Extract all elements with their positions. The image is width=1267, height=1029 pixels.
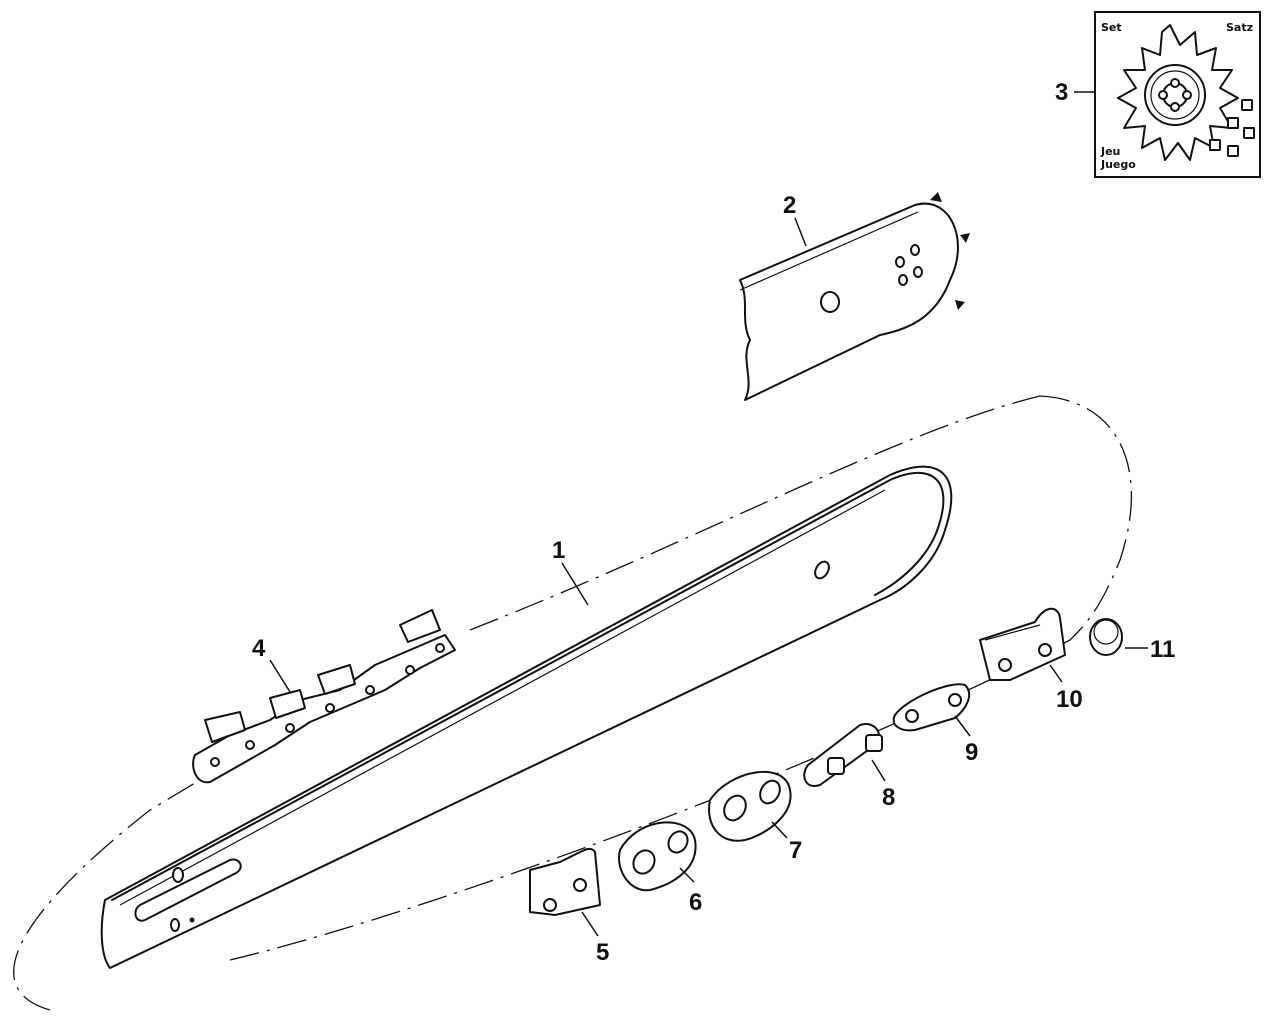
- leader-4: [269, 659, 291, 693]
- bar-nose-detail: [739, 192, 970, 401]
- box-label-set: Set: [1101, 21, 1122, 34]
- assembly-outline: [13, 395, 1133, 1011]
- box-label-jeu: Jeu: [1100, 145, 1120, 158]
- leader-9: [954, 715, 971, 737]
- saw-chain-segment: [192, 609, 456, 784]
- callout-2: 2: [783, 192, 796, 219]
- drive-link-strap: [892, 683, 971, 732]
- callout-3: 3: [1055, 79, 1068, 106]
- callout-8: 8: [882, 784, 895, 811]
- callout-4: 4: [252, 635, 266, 662]
- box-label-satz: Satz: [1226, 21, 1253, 34]
- leader-8: [871, 759, 886, 782]
- callout-1: 1: [552, 537, 565, 564]
- leader-1: [561, 562, 589, 606]
- cutter-link-right: [979, 607, 1066, 681]
- callout-11: 11: [1150, 636, 1175, 663]
- leader-2: [794, 217, 807, 247]
- rivet-icons: [1209, 99, 1255, 157]
- callout-10: 10: [1056, 686, 1083, 713]
- leader-10: [1049, 664, 1063, 683]
- leader-7: [771, 821, 788, 839]
- guide-bar: [100, 465, 953, 969]
- preset-tie-strap: [803, 723, 883, 787]
- box-label-juego: Juego: [1100, 158, 1136, 171]
- leader-5: [581, 911, 599, 937]
- callout-7: 7: [789, 837, 802, 864]
- callout-9: 9: [965, 739, 978, 766]
- sprocket-gear-icon: [1117, 24, 1239, 161]
- tie-strap: [708, 770, 792, 842]
- tie-strap-bumper: [618, 821, 697, 892]
- callout-6: 6: [689, 889, 702, 916]
- cutter-link: [529, 847, 601, 916]
- sprocket-set-box: Set Satz Jeu Juego: [1094, 11, 1261, 178]
- callout-5: 5: [596, 939, 609, 966]
- leader-6: [679, 867, 695, 883]
- rivet-part: [1089, 618, 1123, 656]
